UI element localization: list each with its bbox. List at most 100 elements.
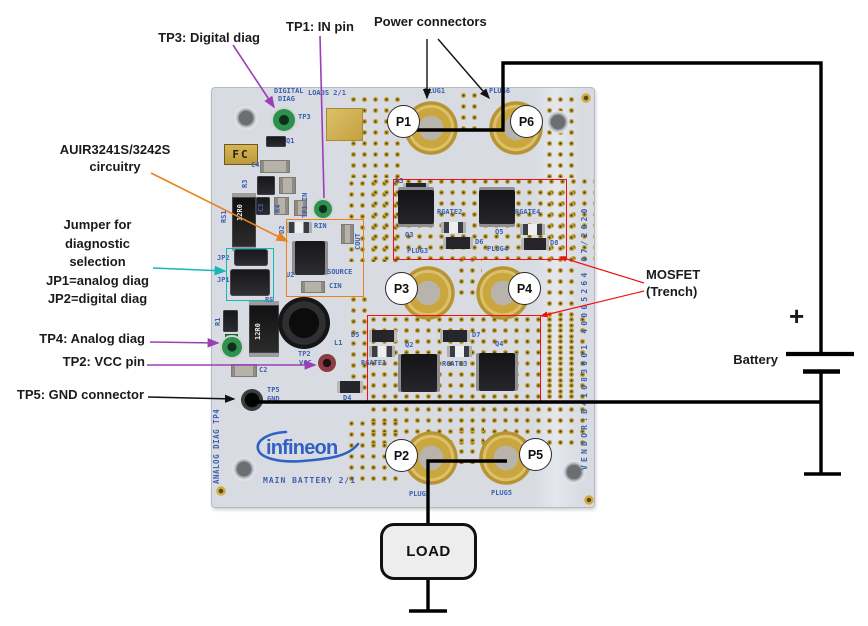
jumper-outline: [226, 248, 274, 301]
silkscreen-label: 12R0: [254, 323, 262, 340]
silkscreen-label: VENDOR:B41083001 40005264 07/2020: [580, 205, 589, 470]
silkscreen-label: PLUG5: [491, 489, 513, 497]
silkscreen-label: R3: [241, 179, 249, 188]
jumper-jp1: [230, 269, 270, 296]
silkscreen-label: MAIN BATTERY 2/1: [263, 476, 357, 485]
silkscreen-label: D2: [278, 225, 286, 234]
silkscreen-label: U2: [286, 271, 295, 279]
component-c4: [260, 160, 290, 173]
component-r1: [223, 310, 238, 332]
silkscreen-label: TP2: [298, 350, 311, 358]
label-auir-line2: circuitry: [89, 159, 141, 174]
label-tp4: TP4: Analog diag: [39, 331, 145, 346]
component-rs: [249, 305, 279, 353]
infineon-logo: infineon: [256, 430, 360, 463]
fc-label: FC: [224, 144, 258, 165]
label-tp3: TP3: Digital diag: [158, 30, 260, 45]
silkscreen-label: R1: [214, 317, 222, 326]
silkscreen-label: RGATE3: [442, 360, 468, 368]
silkscreen-label: PLUG1: [424, 87, 446, 95]
mounting-hole: [562, 460, 586, 484]
silkscreen-label: DIGITAL: [274, 87, 304, 95]
label-battery: Battery: [733, 352, 778, 367]
label-tp5: TP5: GND connector: [16, 387, 144, 402]
plug-label-p3: P3: [385, 272, 418, 305]
component-rin: [286, 222, 312, 233]
tp2-testpoint: [318, 354, 336, 372]
silkscreen-label: JP1: [217, 276, 230, 284]
plug-label-p4: P4: [508, 272, 541, 305]
silkscreen-label: RGATE1: [361, 359, 387, 367]
load-box: LOAD: [380, 523, 477, 580]
gold-pad: [326, 108, 363, 141]
label-tp1: TP1: IN pin: [286, 19, 354, 34]
silkscreen-label: LOADS 2/1: [308, 89, 346, 97]
silkscreen-label: VCC: [299, 359, 312, 367]
silkscreen-label: 12R0: [236, 204, 244, 221]
label-mosfet-line1: MOSFET: [646, 267, 701, 282]
silkscreen-label: TP5: [267, 386, 280, 394]
plug-label-p6: P6: [510, 105, 543, 138]
silkscreen-label: Q1: [286, 137, 295, 145]
component-u2-ic: [295, 241, 325, 275]
dot-grid: [458, 90, 482, 130]
label-jumper-line5: JP2=digital diag: [47, 291, 148, 306]
silkscreen-label: D5: [351, 331, 360, 339]
plug-label-p5: P5: [519, 438, 552, 471]
silkscreen-label: SOURCE: [327, 268, 353, 276]
gold-hole: [581, 93, 591, 103]
label-jumper-line3: selection: [69, 254, 126, 269]
component-cout: [341, 224, 354, 244]
silkscreen-label: TP3: [298, 113, 311, 121]
mounting-hole: [234, 106, 258, 130]
mounting-hole: [546, 110, 570, 134]
label-tp2: TP2: VCC pin: [62, 354, 145, 369]
component-q1: [266, 136, 286, 147]
component-d4: [337, 381, 363, 393]
mosfet-q4: [479, 353, 515, 391]
auir-circuit-outline: [286, 219, 364, 297]
plug-label-p1: P1: [387, 105, 420, 138]
component-c2: [231, 364, 257, 377]
silkscreen-label: DIAG: [278, 95, 295, 103]
tp4-arrow: [149, 338, 220, 348]
label-jumper-line2: diagnostic: [64, 235, 130, 251]
label-jumper-selection: Jumper for diagnostic selection JP1=anal…: [30, 216, 165, 309]
label-mosfet-line2: (Trench): [646, 284, 698, 299]
plug-label-p2: P2: [385, 439, 418, 472]
tp3-testpoint: [273, 109, 295, 131]
mosfet-outline-top: [393, 179, 567, 260]
silkscreen-label: PLUG2: [409, 490, 431, 498]
label-auir-circuitry: AUIR3241S/3242S circuitry: [40, 141, 190, 175]
mosfet-outline-bottom: [367, 315, 541, 402]
silkscreen-label: RIN: [314, 222, 327, 230]
component-cin: [301, 281, 325, 293]
silkscreen-label: JP2: [217, 254, 230, 262]
silkscreen-label: L1: [334, 339, 343, 347]
mosfet-q2: [401, 354, 437, 392]
silkscreen-label: RS1: [220, 210, 228, 223]
silkscreen-label: TP1 IN: [301, 192, 309, 218]
mounting-hole: [232, 457, 256, 481]
silkscreen-label: C2: [259, 366, 268, 374]
silkscreen-label: PLUG6: [489, 87, 511, 95]
component-d2: [294, 200, 307, 216]
label-auir-line1: AUIR3241S/3242S: [59, 142, 171, 157]
logo-text: infineon: [266, 437, 337, 459]
battery-plus-sign: +: [789, 301, 805, 331]
dot-grid: [544, 94, 574, 178]
silkscreen-label: GND: [267, 395, 280, 403]
jumper-jp2: [234, 249, 268, 266]
component-rgate1: [369, 346, 395, 357]
component-r3: [257, 176, 275, 195]
component-d5: [369, 330, 397, 342]
silkscreen-label: C4: [251, 161, 260, 169]
silkscreen-label: ANALOG DIAG TP4: [212, 408, 221, 484]
label-jumper-line4: JP1=analog diag: [46, 272, 149, 288]
gold-hole: [216, 486, 226, 496]
silkscreen-label: CIN: [329, 282, 342, 290]
inductor-l1: [278, 297, 330, 349]
silkscreen-label: D3: [395, 177, 404, 185]
battery-symbol: [786, 351, 854, 374]
